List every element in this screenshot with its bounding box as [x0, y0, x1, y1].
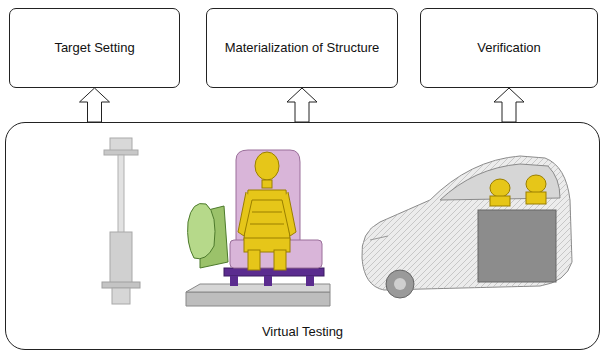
group-label: Virtual Testing [254, 324, 351, 341]
car-model-part [526, 175, 546, 193]
stage-label: Verification [469, 40, 549, 57]
seat-test-rig-part [236, 150, 300, 250]
strut-component-part [118, 155, 124, 235]
seat-test-rig-part [188, 203, 215, 258]
strut-component-part [104, 150, 138, 155]
car-model [362, 156, 572, 298]
strut-component-part [102, 282, 140, 288]
seat-test-rig-part [262, 180, 272, 188]
car-model-part [386, 270, 414, 298]
stage-box: Verification [420, 8, 598, 88]
car-model-part [370, 236, 388, 240]
block-arrow [494, 88, 524, 122]
strut-component [102, 138, 140, 304]
stage-box: Materialization of Structure [206, 8, 398, 88]
seat-test-rig-part [244, 190, 290, 240]
car-model-part [490, 179, 510, 197]
strut-component-part [112, 288, 130, 304]
strut-component-part [110, 232, 132, 284]
car-model-part [526, 192, 546, 204]
stage-label: Materialization of Structure [217, 40, 388, 57]
block-arrow [80, 88, 110, 122]
seat-test-rig-part [250, 200, 284, 224]
car-model-part [394, 278, 406, 290]
car-model-part [362, 156, 572, 290]
seat-test-rig-part [238, 192, 252, 236]
seat-test-rig-part [282, 192, 296, 236]
group-box: Virtual Testing [5, 122, 600, 350]
seat-test-rig-part [264, 276, 272, 286]
seat-test-rig-part [274, 250, 286, 270]
stage-label: Target Setting [46, 40, 142, 57]
car-model-part [478, 210, 556, 282]
block-arrow [287, 88, 317, 122]
car-model-part [362, 156, 572, 290]
seat-test-rig-part [255, 152, 279, 180]
seat-test-rig-part [230, 276, 238, 286]
seat-test-rig-part [186, 292, 330, 306]
seat-test-rig-part [306, 276, 314, 286]
seat-test-rig-part [248, 250, 260, 270]
stage-box: Target Setting [9, 8, 180, 88]
seat-test-rig [186, 150, 330, 306]
car-model-part [490, 196, 510, 206]
